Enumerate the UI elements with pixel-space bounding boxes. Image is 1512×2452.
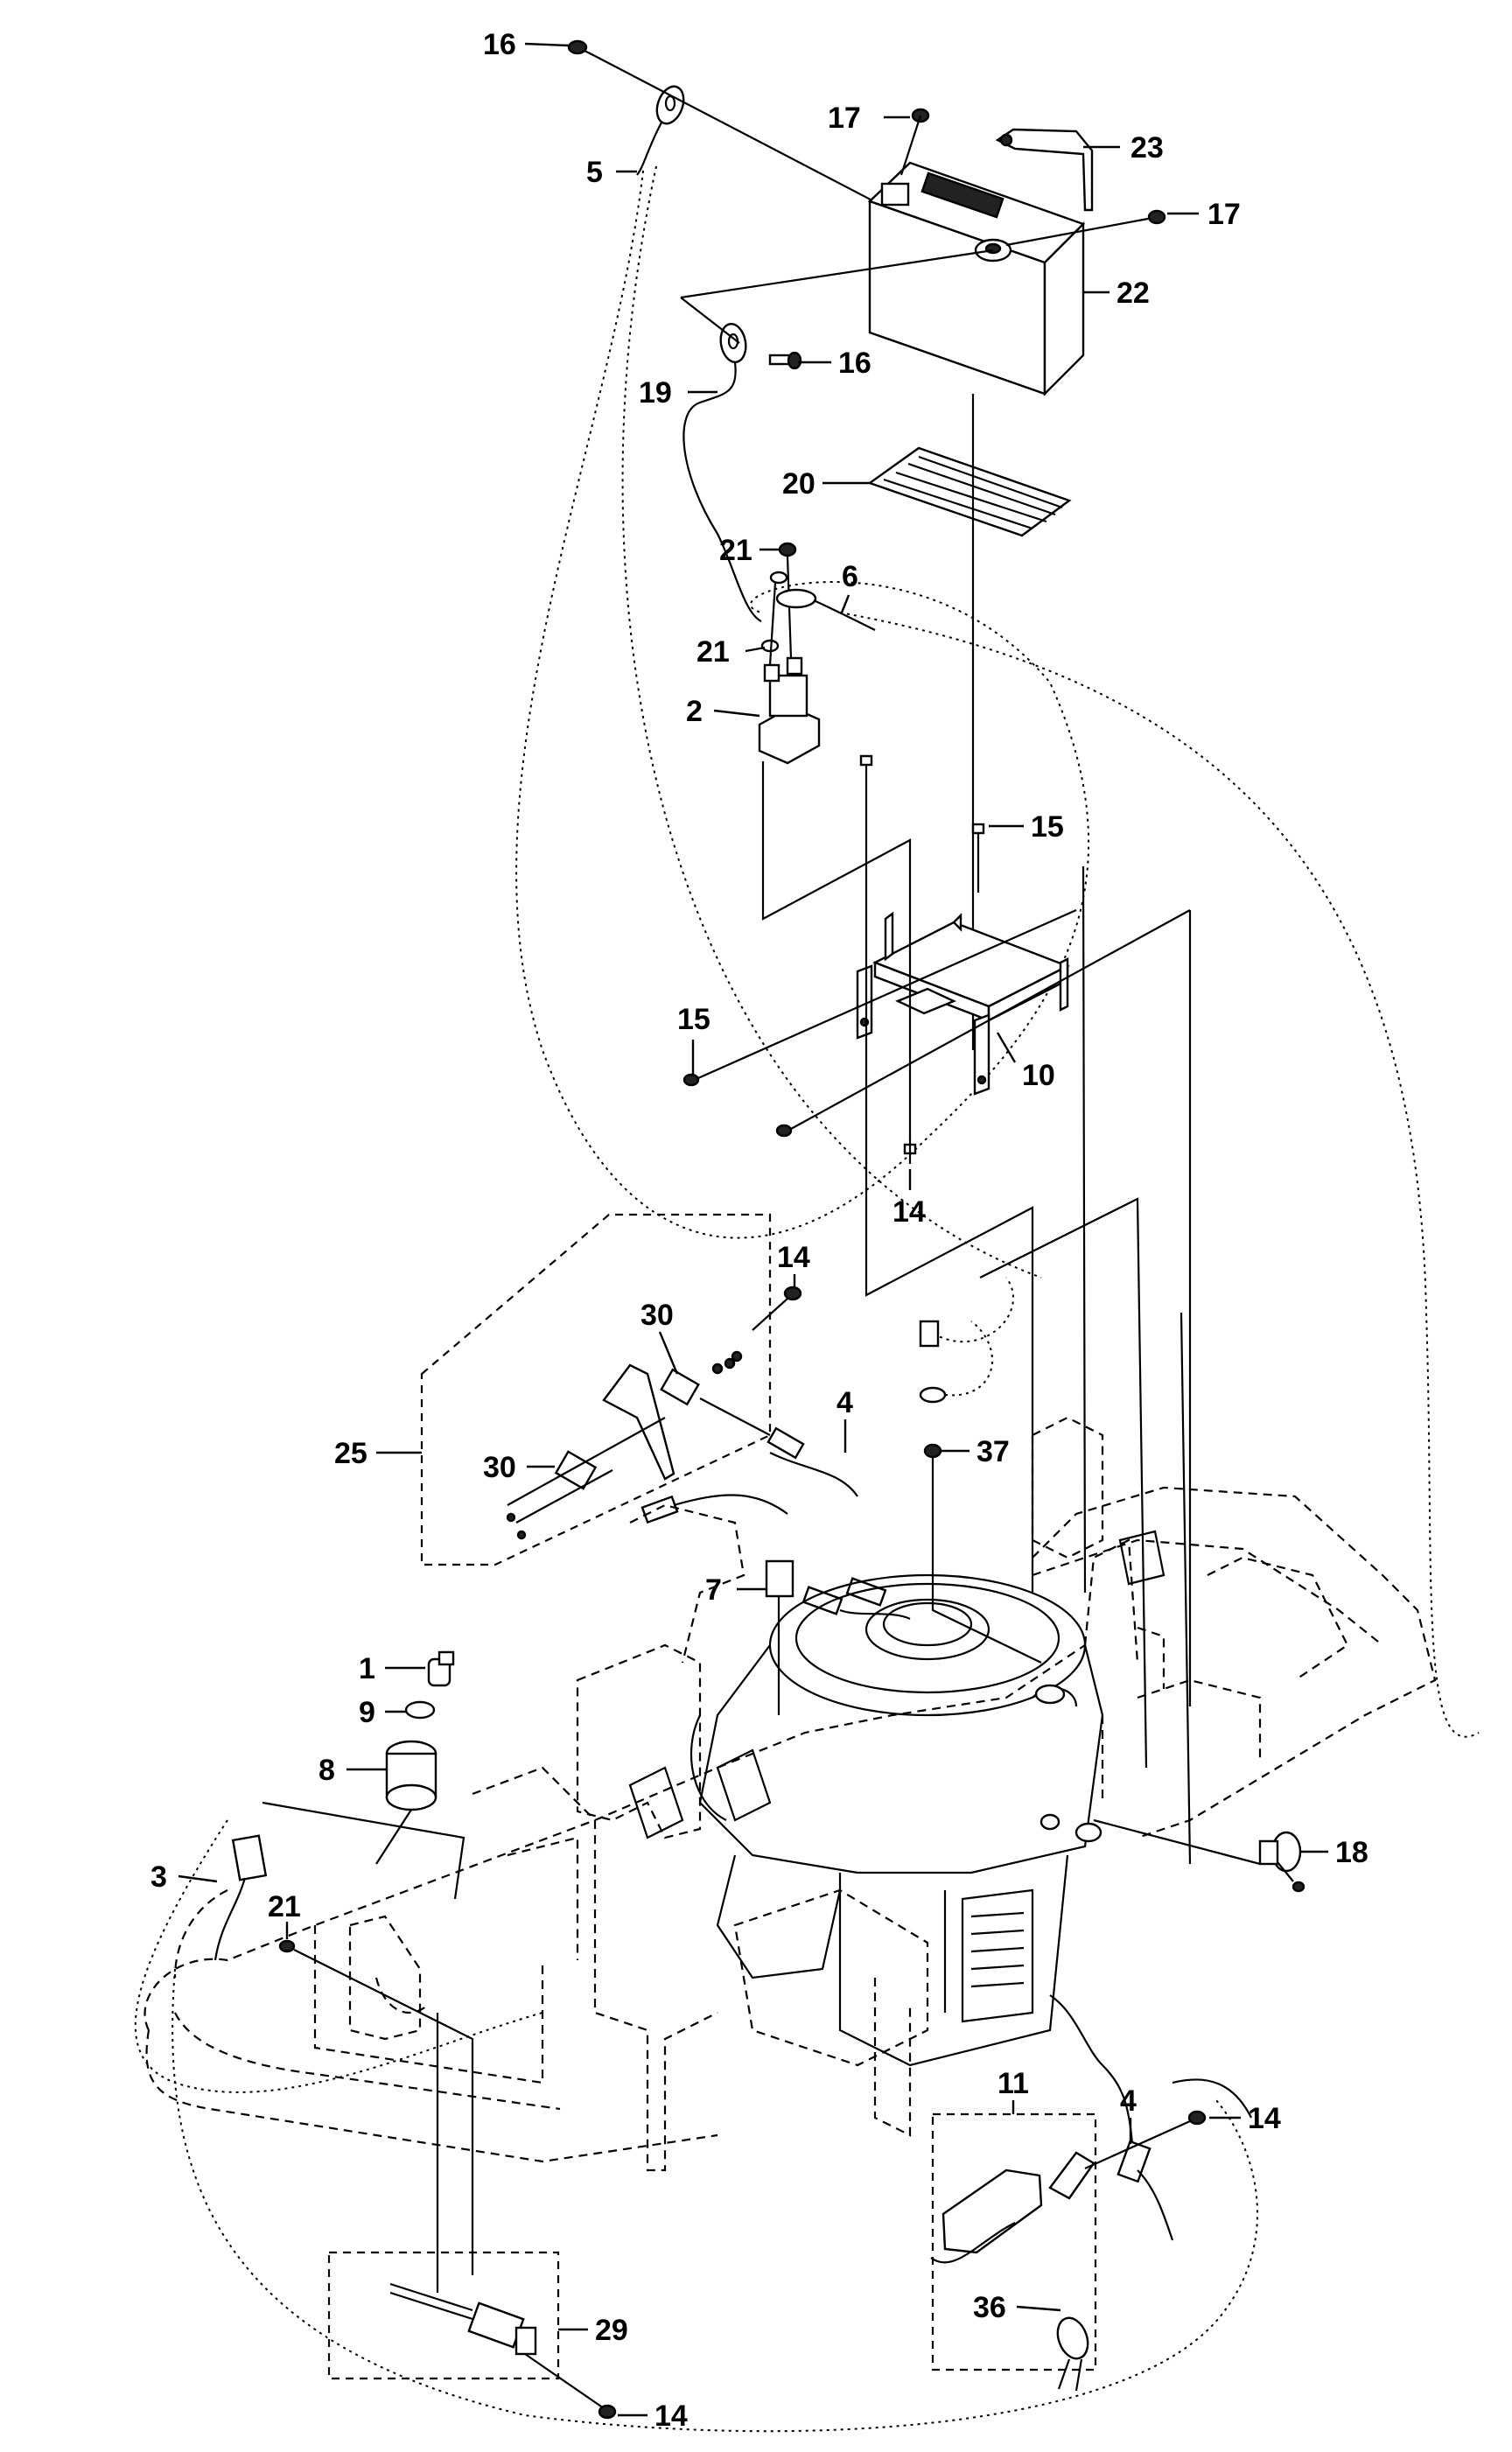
battery-22: [867, 161, 1086, 396]
callout-14-module: 14: [777, 1241, 810, 1274]
callout-21-frame: 21: [268, 1890, 301, 1923]
callout-9: 9: [359, 1696, 375, 1729]
callout-19: 19: [639, 376, 672, 410]
callout-20: 20: [782, 467, 816, 501]
bolt-14-bottom: [598, 2404, 617, 2420]
callout-30-lower: 30: [483, 1451, 516, 1484]
bolt-top-center: [859, 754, 873, 814]
callout-4-upper: 4: [836, 1386, 853, 1419]
group-box-25: [420, 1213, 772, 1566]
harness-route-outer: [515, 170, 1090, 1239]
callout-14-lower-right: 14: [1248, 2102, 1281, 2135]
callout-15-right: 15: [1031, 810, 1064, 844]
callout-23: 23: [1130, 131, 1164, 165]
callout-6: 6: [842, 560, 858, 593]
callout-10: 10: [1022, 1059, 1055, 1092]
bolt-14-module: [752, 1286, 802, 1331]
group-box-29: [327, 2251, 560, 2380]
callout-29: 29: [595, 2314, 628, 2347]
sensor-29: [389, 2282, 605, 2409]
connector-4-lower: [1049, 1994, 1252, 2241]
bolt-15-right: [971, 823, 985, 893]
callout-2: 2: [686, 695, 703, 728]
bolt-14-bracket: [903, 1136, 917, 1164]
ignition-switch-8: [375, 1740, 438, 1865]
assembly-line-19-battery: [680, 249, 994, 299]
nut-9: [404, 1700, 436, 1720]
connector-7: [765, 1559, 911, 1715]
callout-5: 5: [586, 156, 603, 189]
ignition-key-1: [427, 1650, 455, 1687]
callout-16-mid: 16: [838, 347, 872, 380]
bolt-14-lower-right: [1084, 2110, 1207, 2170]
bolt-16-mid: [768, 351, 802, 370]
switch-18: [1093, 1818, 1306, 1893]
connector-3: [214, 1801, 466, 1961]
battery-bracket-10: [856, 911, 1070, 1096]
hold-down-strap-23: [995, 128, 1094, 212]
bolt-16-top: [567, 39, 596, 57]
cable-19: [682, 322, 762, 622]
assembly-line-solenoid: [761, 761, 912, 1138]
callout-15-left: 15: [677, 1003, 710, 1036]
callout-11: 11: [998, 2067, 1029, 2100]
connector-4-upper: [640, 1426, 858, 1524]
interlock-switch-30-lower: [506, 1417, 666, 1540]
callout-17-right: 17: [1208, 198, 1241, 231]
callout-25: 25: [334, 1437, 368, 1470]
callout-4-lower: 4: [1120, 2084, 1137, 2118]
callout-3: 3: [150, 1860, 167, 1894]
solenoid-2: [758, 656, 821, 765]
cable-6: [775, 588, 876, 631]
nut-21-upper: [778, 542, 797, 557]
engine: [628, 1530, 1166, 2067]
callout-30-upper: 30: [640, 1299, 674, 1332]
callout-14-bottom: 14: [654, 2399, 688, 2433]
callout-8: 8: [318, 1754, 335, 1787]
assembly-line-right-d: [1180, 1312, 1192, 1865]
callout-36: 36: [973, 2291, 1006, 2324]
nut-17-right: [1147, 209, 1166, 225]
callout-17-top: 17: [828, 102, 861, 135]
assembly-line-bolt: [864, 814, 1034, 1593]
bolt-15-left: [682, 908, 1077, 1087]
callout-7: 7: [705, 1573, 722, 1607]
callout-14-bracket: 14: [892, 1195, 926, 1229]
callout-21-upper: 21: [719, 534, 752, 567]
callout-22: 22: [1116, 277, 1150, 310]
washer-21-upper: [769, 571, 788, 585]
assembly-line-right-c: [979, 1197, 1148, 1769]
callout-1: 1: [359, 1652, 375, 1685]
interlock-switch-30-upper: [602, 1350, 771, 1481]
harness-route-front: [134, 1819, 543, 2093]
harness-route-right: [839, 612, 1480, 1738]
battery-pad-20: [867, 446, 1072, 537]
cable-5-terminal: [636, 85, 685, 176]
bolt-bracket-left-lower: [775, 909, 1191, 1138]
assembly-line-right-a: [1082, 865, 1087, 1594]
rear-body: [1032, 1486, 1437, 1839]
assembly-line-19-battery-b: [680, 297, 740, 344]
washer-21-lower: [760, 639, 780, 653]
harness-route-pto: [927, 1277, 1014, 1342]
pto-switch-11: [930, 2151, 1096, 2392]
callout-21-lower: 21: [696, 635, 730, 669]
bolt-21-lower: [278, 1939, 474, 2293]
callout-16-top: 16: [483, 28, 516, 61]
callout-18: 18: [1335, 1836, 1368, 1869]
tractor-frame: [144, 1416, 1139, 2172]
ground-bolt-37: [919, 1320, 1042, 1664]
leaders: [178, 42, 1328, 2417]
callout-37: 37: [976, 1435, 1010, 1468]
